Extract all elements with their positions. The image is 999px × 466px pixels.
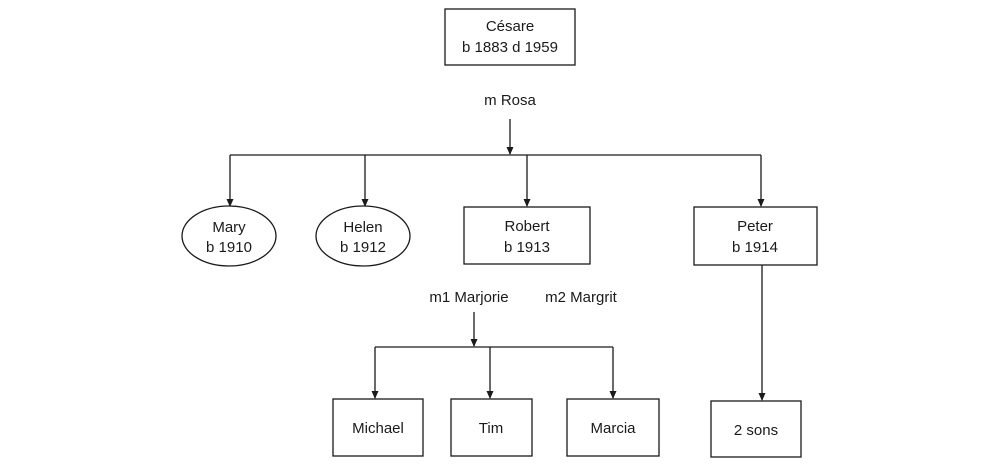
peter-name: Peter [737,218,773,235]
michael-name: Michael [352,420,404,437]
robert-marriage-first: m1 Marjorie [429,289,508,306]
node-michael: Michael [332,398,424,457]
mary-dates: b 1910 [206,239,252,256]
node-mary: Mary b 1910 [181,205,277,267]
tim-name: Tim [479,420,503,437]
node-peter-sons: 2 sons [710,400,802,458]
helen-name: Helen [343,219,382,236]
robert-marriage-second: m2 Margrit [545,289,618,306]
mary-name: Mary [212,219,246,236]
node-helen: Helen b 1912 [315,205,411,267]
node-marcia: Marcia [566,398,660,457]
node-peter: Peter b 1914 [693,206,818,266]
cesare-marriage-label: m Rosa [484,92,536,109]
helen-dates: b 1912 [340,239,386,256]
peter-dates: b 1914 [732,239,778,256]
peter-sons-label: 2 sons [734,422,778,439]
robert-name: Robert [504,218,550,235]
marcia-name: Marcia [590,420,636,437]
node-cesare: Césare b 1883 d 1959 [444,8,576,66]
node-tim: Tim [450,398,533,457]
node-robert: Robert b 1913 [463,206,591,265]
cesare-name: Césare [486,18,534,35]
cesare-dates: b 1883 d 1959 [462,39,558,56]
robert-dates: b 1913 [504,239,550,256]
